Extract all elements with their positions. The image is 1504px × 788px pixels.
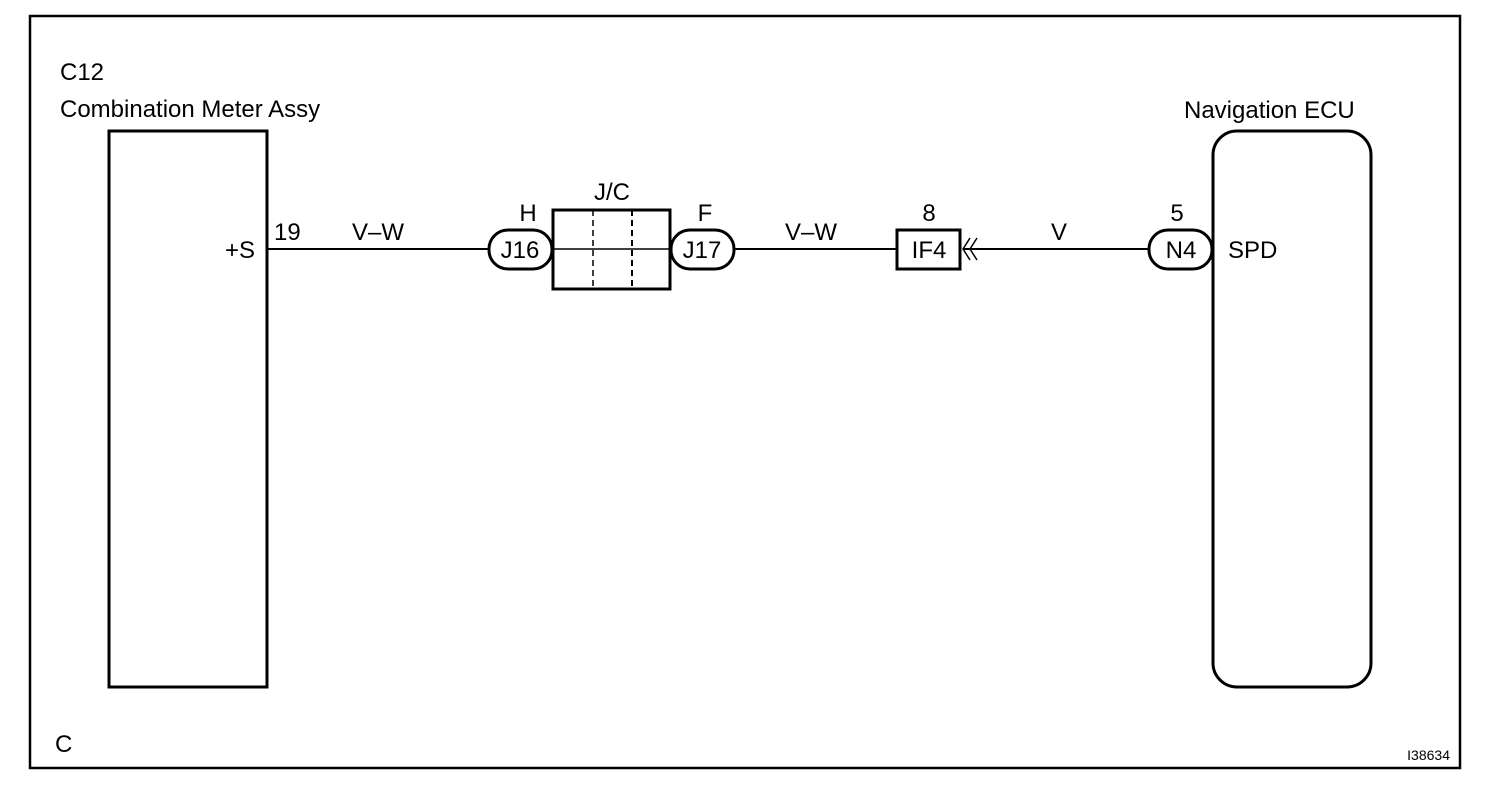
wire-color-2: V–W bbox=[785, 219, 837, 246]
meter-name: Combination Meter Assy bbox=[60, 96, 320, 123]
meter-pin-number: 19 bbox=[274, 219, 301, 246]
junction-label: J/C bbox=[594, 179, 630, 206]
meter-pin-name: +S bbox=[225, 237, 255, 264]
wire-color-3: V bbox=[1051, 219, 1067, 246]
meter-code: C12 bbox=[60, 59, 104, 86]
wire-color-1: V–W bbox=[352, 219, 404, 246]
junction-right-pin: F bbox=[698, 200, 713, 227]
ecu-pin-name: SPD bbox=[1228, 237, 1277, 264]
meter-box bbox=[107, 129, 269, 689]
connector-if4-pin: 8 bbox=[922, 200, 935, 227]
ecu-box bbox=[1211, 129, 1373, 689]
connector-if4-label: IF4 bbox=[912, 237, 947, 264]
figure-id: I38634 bbox=[1407, 747, 1450, 763]
connector-if4 bbox=[895, 228, 962, 271]
connector-j16-label: J16 bbox=[501, 237, 540, 264]
junction-left-pin: H bbox=[519, 200, 536, 227]
connector-n4-label: N4 bbox=[1166, 237, 1197, 264]
connector-j17-label: J17 bbox=[683, 237, 722, 264]
diagram-frame bbox=[28, 14, 1462, 770]
ecu-name: Navigation ECU bbox=[1184, 97, 1355, 124]
corner-label: C bbox=[55, 731, 72, 758]
ecu-pin-number: 5 bbox=[1170, 200, 1183, 227]
